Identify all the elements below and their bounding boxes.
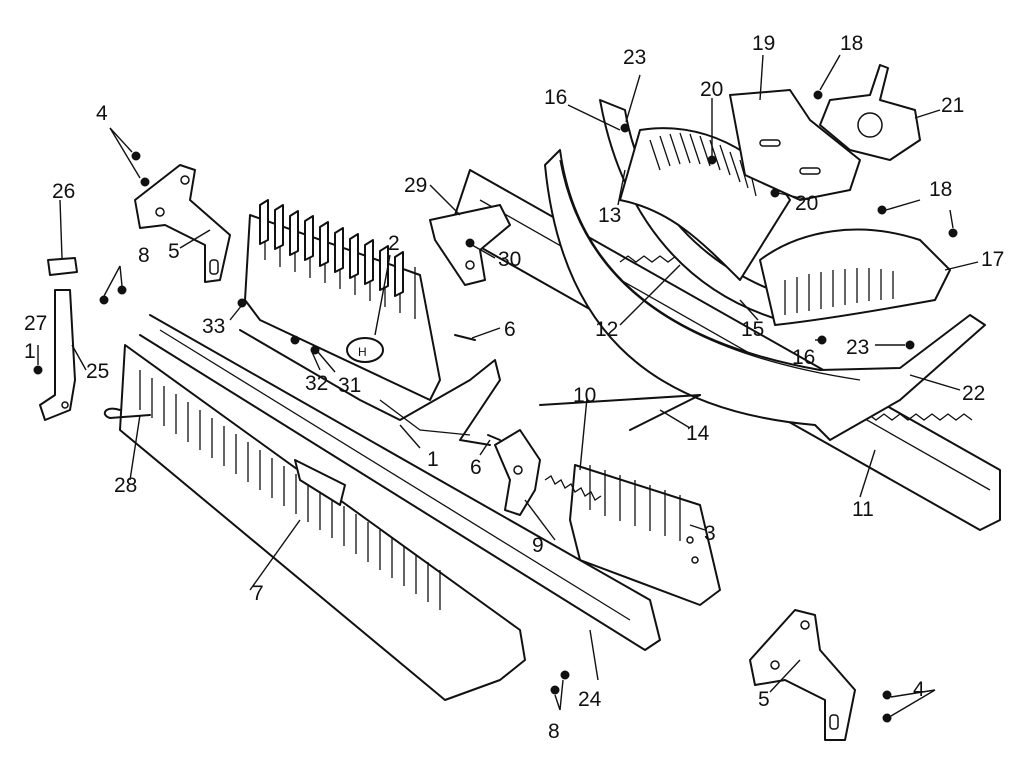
callout-31: 31 — [338, 374, 361, 397]
leader-lines — [37, 54, 979, 717]
callout-1b: 1 — [24, 340, 36, 363]
part-14-rod — [539, 394, 701, 431]
part-21-bracket — [819, 64, 921, 161]
callout-23b: 23 — [846, 336, 869, 359]
part-28-hook — [103, 407, 151, 419]
callout-1: 1 — [427, 448, 439, 471]
part-1-linkage — [239, 329, 501, 446]
callout-25: 25 — [86, 360, 109, 383]
callout-3: 3 — [704, 522, 716, 545]
callout-27: 27 — [24, 312, 47, 335]
callout-2: 2 — [388, 232, 400, 255]
callout-4b: 4 — [913, 678, 925, 701]
screws — [33, 90, 958, 723]
callout-15: 15 — [741, 318, 764, 341]
callout-19: 19 — [752, 32, 775, 55]
part-22-curved-support — [544, 149, 986, 441]
callout-23a: 23 — [623, 46, 646, 69]
callout-21: 21 — [941, 94, 964, 117]
callout-20a: 20 — [700, 78, 723, 101]
callout-16b: 16 — [792, 346, 815, 369]
part-10-spring — [544, 475, 602, 501]
callout-17: 17 — [981, 248, 1004, 271]
callout-14: 14 — [686, 422, 710, 445]
callouts: 4 4 5 5 8 8 26 27 1 25 28 7 33 32 31 2 2… — [24, 32, 1004, 743]
knob — [346, 337, 384, 363]
part-9-lever — [494, 429, 541, 516]
callout-24: 24 — [578, 688, 602, 711]
part-5-bracket-right — [749, 609, 856, 741]
callout-4a: 4 — [96, 102, 108, 125]
callout-5a: 5 — [168, 240, 180, 263]
callout-26: 26 — [52, 180, 75, 203]
callout-8a: 8 — [138, 244, 150, 267]
callout-33: 33 — [202, 315, 225, 338]
callout-32: 32 — [305, 372, 328, 395]
part-5-bracket-left — [134, 164, 231, 283]
part-3-comb-block — [569, 464, 721, 606]
callout-30: 30 — [498, 248, 521, 271]
callout-11: 11 — [852, 498, 874, 521]
part-6-pin-lower — [487, 434, 501, 441]
callout-22: 22 — [962, 382, 985, 405]
part-24-long-bar — [139, 314, 661, 651]
callout-16a: 16 — [544, 86, 567, 109]
part-17-comb-cover — [759, 228, 951, 326]
callout-12: 12 — [595, 318, 618, 341]
callout-9: 9 — [532, 534, 544, 557]
front-plate-slots — [139, 370, 441, 610]
callout-29: 29 — [404, 174, 427, 197]
callout-28: 28 — [114, 474, 137, 497]
callout-18a: 18 — [840, 32, 863, 55]
part-26-clip — [47, 257, 78, 276]
callout-6a: 6 — [504, 318, 516, 341]
knob-letter: H — [358, 345, 367, 359]
part-7-front-plate — [119, 344, 526, 701]
callout-6b: 6 — [470, 456, 482, 479]
callout-7: 7 — [252, 582, 264, 605]
callout-10: 10 — [573, 384, 596, 407]
part-2-comb-block: H — [244, 199, 441, 401]
part-25-link — [39, 289, 76, 421]
callout-20b: 20 — [795, 192, 818, 215]
callout-5b: 5 — [758, 688, 770, 711]
callout-13: 13 — [598, 204, 621, 227]
part-6-pin-upper — [454, 334, 476, 341]
callout-8b: 8 — [548, 720, 560, 743]
part-19-plate — [729, 89, 861, 201]
callout-18b: 18 — [929, 178, 952, 201]
